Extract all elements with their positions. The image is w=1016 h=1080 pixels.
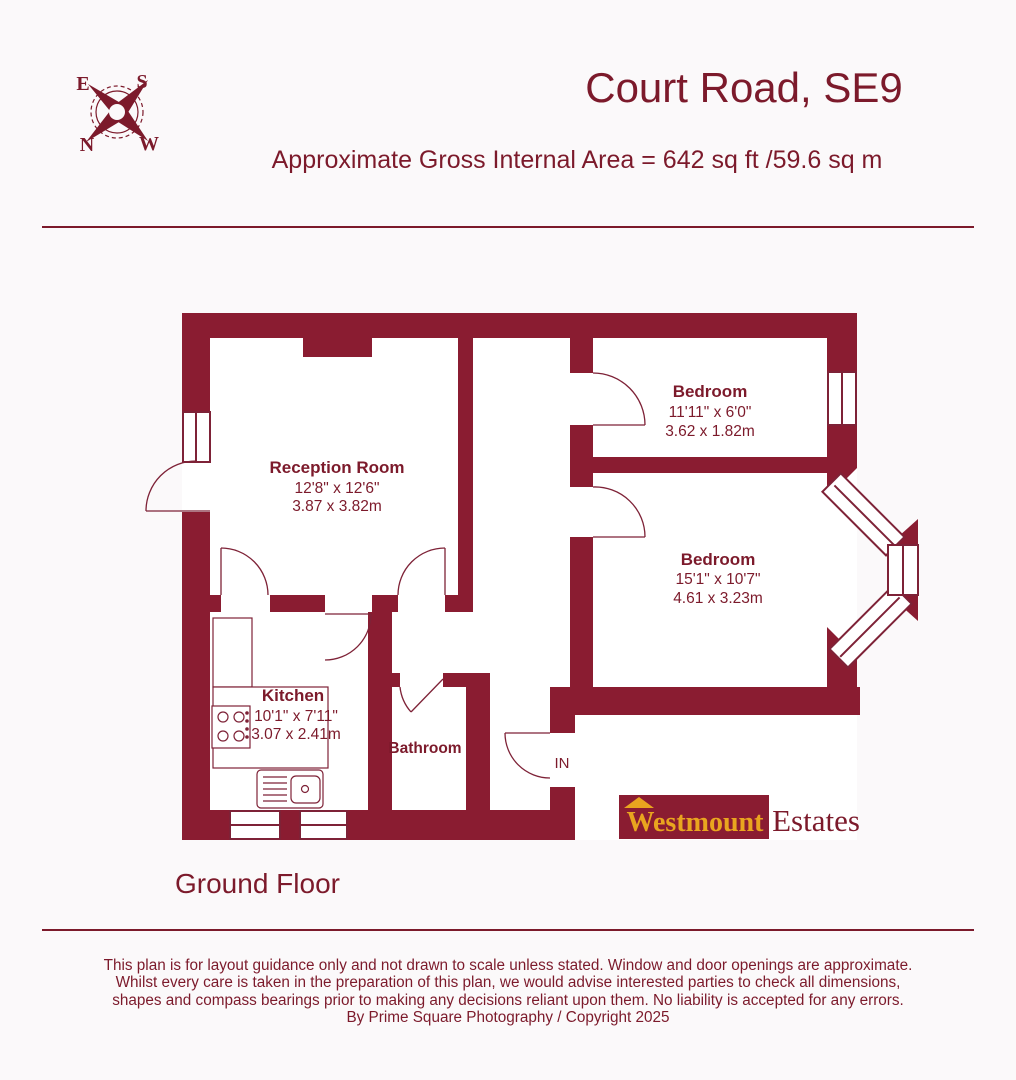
compass-label-n: N [80, 134, 95, 156]
wall-bedroom-divider [570, 457, 827, 473]
compass-circle [95, 90, 139, 134]
room-dims-imperial: 11'11" x 6'0" [669, 404, 752, 421]
disclaimer-line: By Prime Square Photography / Copyright … [346, 1008, 670, 1026]
sink [256, 769, 324, 809]
logo-brand-text: Westmount [627, 807, 765, 838]
wall-left-lower [182, 512, 210, 840]
door-bedroom1 [592, 372, 646, 426]
wall-bottom [182, 810, 230, 840]
wall-reception-right [458, 338, 473, 595]
window-kitchen-bottom-2 [299, 810, 348, 840]
compass-rose: E S N W [76, 71, 159, 156]
room-dims-metric: 3.07 x 2.41m [251, 726, 341, 743]
room-label-reception: Reception Room 12'8" x 12'6" 3.87 x 3.82… [269, 458, 404, 515]
door-reception-kitchen-left [220, 547, 269, 596]
entrance-label: IN [555, 755, 570, 772]
wall-bedroom2-bottom [550, 687, 860, 715]
header-divider [42, 226, 974, 228]
compass-hub [109, 104, 125, 120]
window-bedroom1-right [827, 371, 857, 426]
doors [145, 372, 646, 779]
disclaimer-line: shapes and compass bearings prior to mak… [112, 991, 904, 1009]
hob [211, 705, 251, 749]
kitchen-fixtures [211, 617, 329, 809]
room-name: Bedroom [681, 550, 756, 569]
disclaimer: This plan is for layout guidance only an… [0, 957, 1016, 1026]
wall-reception-bottom [372, 595, 398, 612]
room-dims-metric: 3.87 x 3.82m [292, 498, 382, 515]
wall-entry-upper [550, 715, 575, 733]
wall-entry-lower [550, 787, 575, 840]
compass-label-w: W [139, 133, 159, 155]
room-name: Bedroom [673, 382, 748, 401]
wall-left-upper [182, 313, 210, 412]
wall-top [182, 313, 857, 338]
wall-kitchen-right [368, 612, 392, 840]
window-reception-left [182, 411, 211, 463]
wall-hall-bedrooms [570, 338, 593, 373]
room-labels: Reception Room 12'8" x 12'6" 3.87 x 3.82… [251, 382, 763, 772]
kitchen-counter [212, 617, 253, 688]
logo-roof-icon [624, 797, 654, 808]
chimney-breast [303, 338, 372, 357]
window-kitchen-bottom-1 [229, 810, 281, 840]
room-dims-imperial: 15'1" x 10'7" [675, 571, 760, 588]
room-dims-imperial: 10'1" x 7'11" [254, 708, 338, 725]
room-label-kitchen: Kitchen 10'1" x 7'11" 3.07 x 2.41m [251, 686, 341, 743]
room-name: Reception Room [269, 458, 404, 477]
gross-internal-area: Approximate Gross Internal Area = 642 sq… [271, 146, 883, 174]
footer-divider [42, 929, 974, 931]
page-title: Court Road, SE9 [585, 64, 903, 111]
floor-label: Ground Floor [175, 868, 340, 899]
door-reception-side [145, 460, 210, 512]
compass-label-s: S [136, 71, 147, 93]
wall-hall-bedrooms [570, 425, 593, 487]
disclaimer-line: Whilst every care is taken in the prepar… [115, 974, 901, 992]
wall-reception-bottom [270, 595, 325, 612]
bay-window-middle [887, 544, 919, 596]
brand-logo: Westmount Estates [619, 795, 860, 839]
compass-dashed-circle [90, 85, 144, 139]
compass-label-e: E [76, 73, 89, 95]
room-label-bedroom1: Bedroom 11'11" x 6'0" 3.62 x 1.82m [665, 382, 755, 440]
room-dims-metric: 3.62 x 1.82m [665, 423, 755, 440]
wall-bathroom-top [443, 673, 466, 687]
room-dims-metric: 4.61 x 3.23m [673, 590, 763, 607]
wall-reception-bottom [210, 595, 221, 612]
wall-reception-bottom [445, 595, 473, 612]
wall-bottom [280, 810, 300, 840]
disclaimer-line: This plan is for layout guidance only an… [103, 957, 913, 974]
wall-bathroom-top [392, 673, 400, 687]
door-entrance [504, 732, 551, 779]
wall-bathroom-right [466, 673, 490, 840]
door-bedroom2 [592, 486, 646, 538]
windows [182, 371, 919, 840]
room-label-bedroom2: Bedroom 15'1" x 10'7" 4.61 x 3.23m [673, 550, 763, 607]
room-dims-imperial: 12'8" x 12'6" [294, 480, 379, 497]
wall-hall-bedrooms [570, 537, 593, 687]
room-label-bathroom: Bathroom [388, 740, 461, 757]
door-reception-hall [397, 547, 446, 596]
door-bathroom [399, 678, 444, 713]
room-name: Kitchen [262, 686, 324, 705]
door-kitchen [324, 613, 372, 661]
logo-suffix-text: Estates [772, 803, 860, 838]
